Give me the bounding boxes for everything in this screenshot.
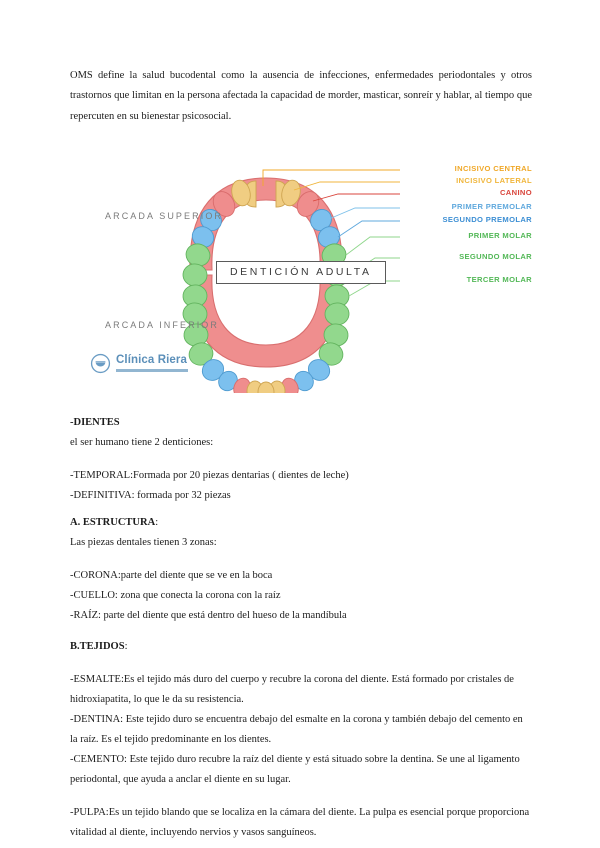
logo-text: Clínica Riera (116, 354, 188, 372)
section-estructura: A. ESTRUCTURA: Las piezas dentales tiene… (70, 513, 532, 626)
dientes-lead: el ser humano tiene 2 denticiones: (70, 436, 214, 448)
estructura-lead: Las piezas dentales tienen 3 zonas: (70, 536, 217, 548)
tooth-upper-canine-right (296, 191, 320, 217)
leader-line-primer-molar (345, 236, 400, 256)
leader-line-segundo-premolar (337, 220, 400, 238)
tejidos-item-dentina: -DENTINA: Este tejido duro se encuentra … (70, 713, 523, 745)
tejidos-item-pulpa: -PULPA:Es un tejido blando que se locali… (70, 806, 530, 838)
estructura-item-raiz: -RAÍZ: parte del diente que está dentro … (70, 609, 347, 621)
clinica-riera-logo: Clínica Riera (90, 353, 188, 374)
leader-line-incisivo-central (262, 169, 400, 186)
denticion-adulta-box: DENTICIÓN ADULTA (216, 261, 386, 284)
tejidos-heading-suffix: : (124, 641, 128, 652)
circle-smile-icon (90, 353, 111, 374)
tooth-upper-incisor-lateral-right (281, 179, 301, 207)
dental-arch-illustration (182, 169, 400, 393)
dientes-item-temporal: -TEMPORAL:Formada por 20 piezas dentaria… (70, 469, 349, 481)
estructura-heading-suffix: : (155, 517, 159, 528)
tejidos-heading-row: B.TEJIDOS: (70, 637, 532, 657)
tooth-upper-canine-left (212, 191, 236, 217)
tooth-upper-incisor-lateral-left (231, 179, 251, 207)
section-dientes: -DIENTES el ser humano tiene 2 denticion… (70, 413, 532, 506)
estructura-heading-row: A. ESTRUCTURA: (70, 513, 532, 533)
leader-line-canino (312, 193, 400, 202)
tooth-lower-incisor-central (257, 381, 275, 393)
logo-subtitle-bar (116, 368, 188, 372)
tejidos-item-esmalte: -ESMALTE:Es el tejido más duro del cuerp… (70, 673, 514, 705)
estructura-heading: A. ESTRUCTURA (70, 517, 156, 528)
dientes-heading: -DIENTES (70, 417, 120, 428)
dientes-item-definitiva: -DEFINITIVA: formada por 32 piezas (70, 489, 231, 501)
tejidos-item-cemento: -CEMENTO: Este tejido duro recubre la ra… (70, 753, 520, 785)
arch-label-lower: ARCADA INFERIOR (105, 320, 220, 330)
section-tejidos: B.TEJIDOS: -ESMALTE:Es el tejido más dur… (70, 637, 532, 842)
intro-paragraph: OMS define la salud bucodental como la a… (70, 70, 532, 122)
estructura-item-cuello: -CUELLO: zona que conecta la corona con … (70, 589, 281, 601)
leader-line-primer-premolar (328, 207, 400, 220)
tejidos-heading: B.TEJIDOS (70, 641, 125, 652)
arch-label-upper: ARCADA SUPERIOR (105, 211, 224, 221)
dental-arch-figure: INCISIVO CENTRAL INCISIVO LATERAL CANINO… (70, 148, 532, 393)
leader-line-incisivo-lateral (293, 181, 400, 191)
estructura-item-corona: -CORONA:parte del diente que se ve en la… (70, 569, 273, 581)
logo-name: Clínica Riera (116, 354, 187, 366)
